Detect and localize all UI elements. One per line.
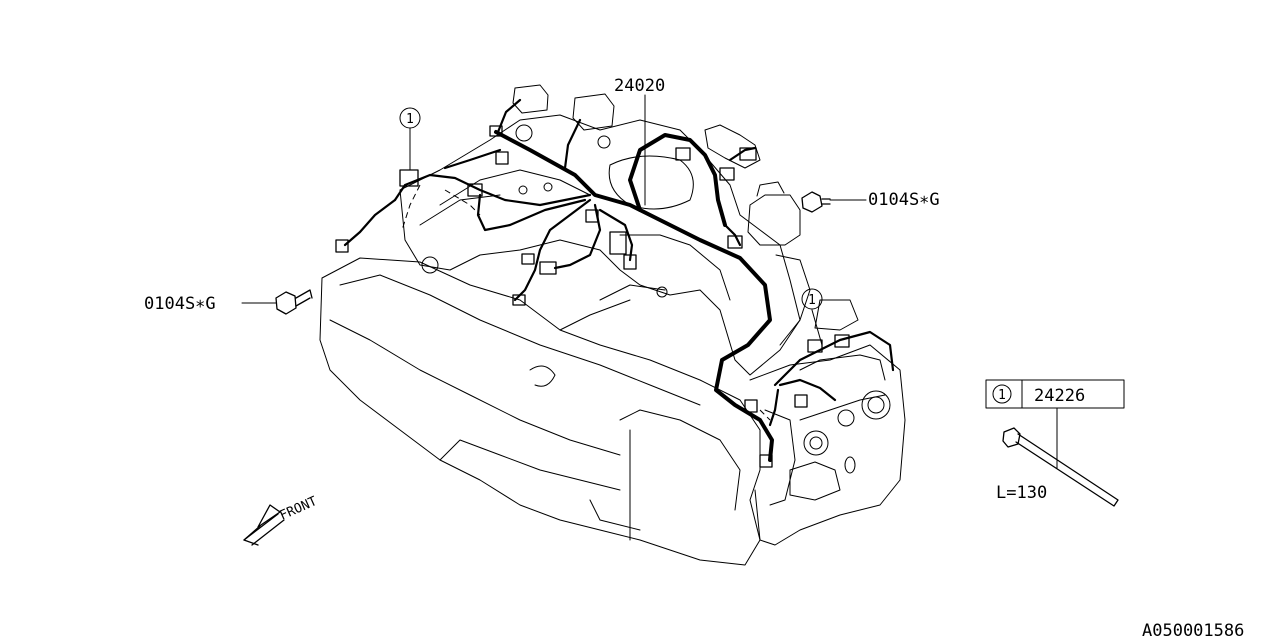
cable-tie-legend: 1 24226 <box>985 379 1125 469</box>
ref-marker-right: 1 <box>801 288 823 310</box>
dashed-guide-lines <box>401 184 771 421</box>
ref-marker-upper: 1 <box>399 107 421 129</box>
svg-text:1: 1 <box>406 112 414 127</box>
engine-wiring-harness <box>335 98 895 468</box>
bolt-left-part-number: 0104S∗G <box>144 294 216 314</box>
svg-text:1: 1 <box>808 293 816 308</box>
diagram-id: A050001586 <box>1142 621 1244 640</box>
bolt-upper-part-number: 0104S∗G <box>868 190 940 210</box>
tie-length: L=130 <box>996 483 1047 503</box>
engine-block-outline <box>319 84 906 566</box>
harness-part-number: 24020 <box>614 76 665 96</box>
cable-tie-drawing <box>1002 427 1119 507</box>
bolt-upper-right <box>801 191 867 213</box>
tie-part-number: 24226 <box>1034 386 1085 406</box>
leader-lines <box>409 94 823 346</box>
svg-text:FRONT: FRONT <box>278 494 320 524</box>
front-arrow-icon: FRONT <box>243 494 320 546</box>
bolt-left <box>241 289 313 315</box>
svg-text:1: 1 <box>998 388 1006 403</box>
